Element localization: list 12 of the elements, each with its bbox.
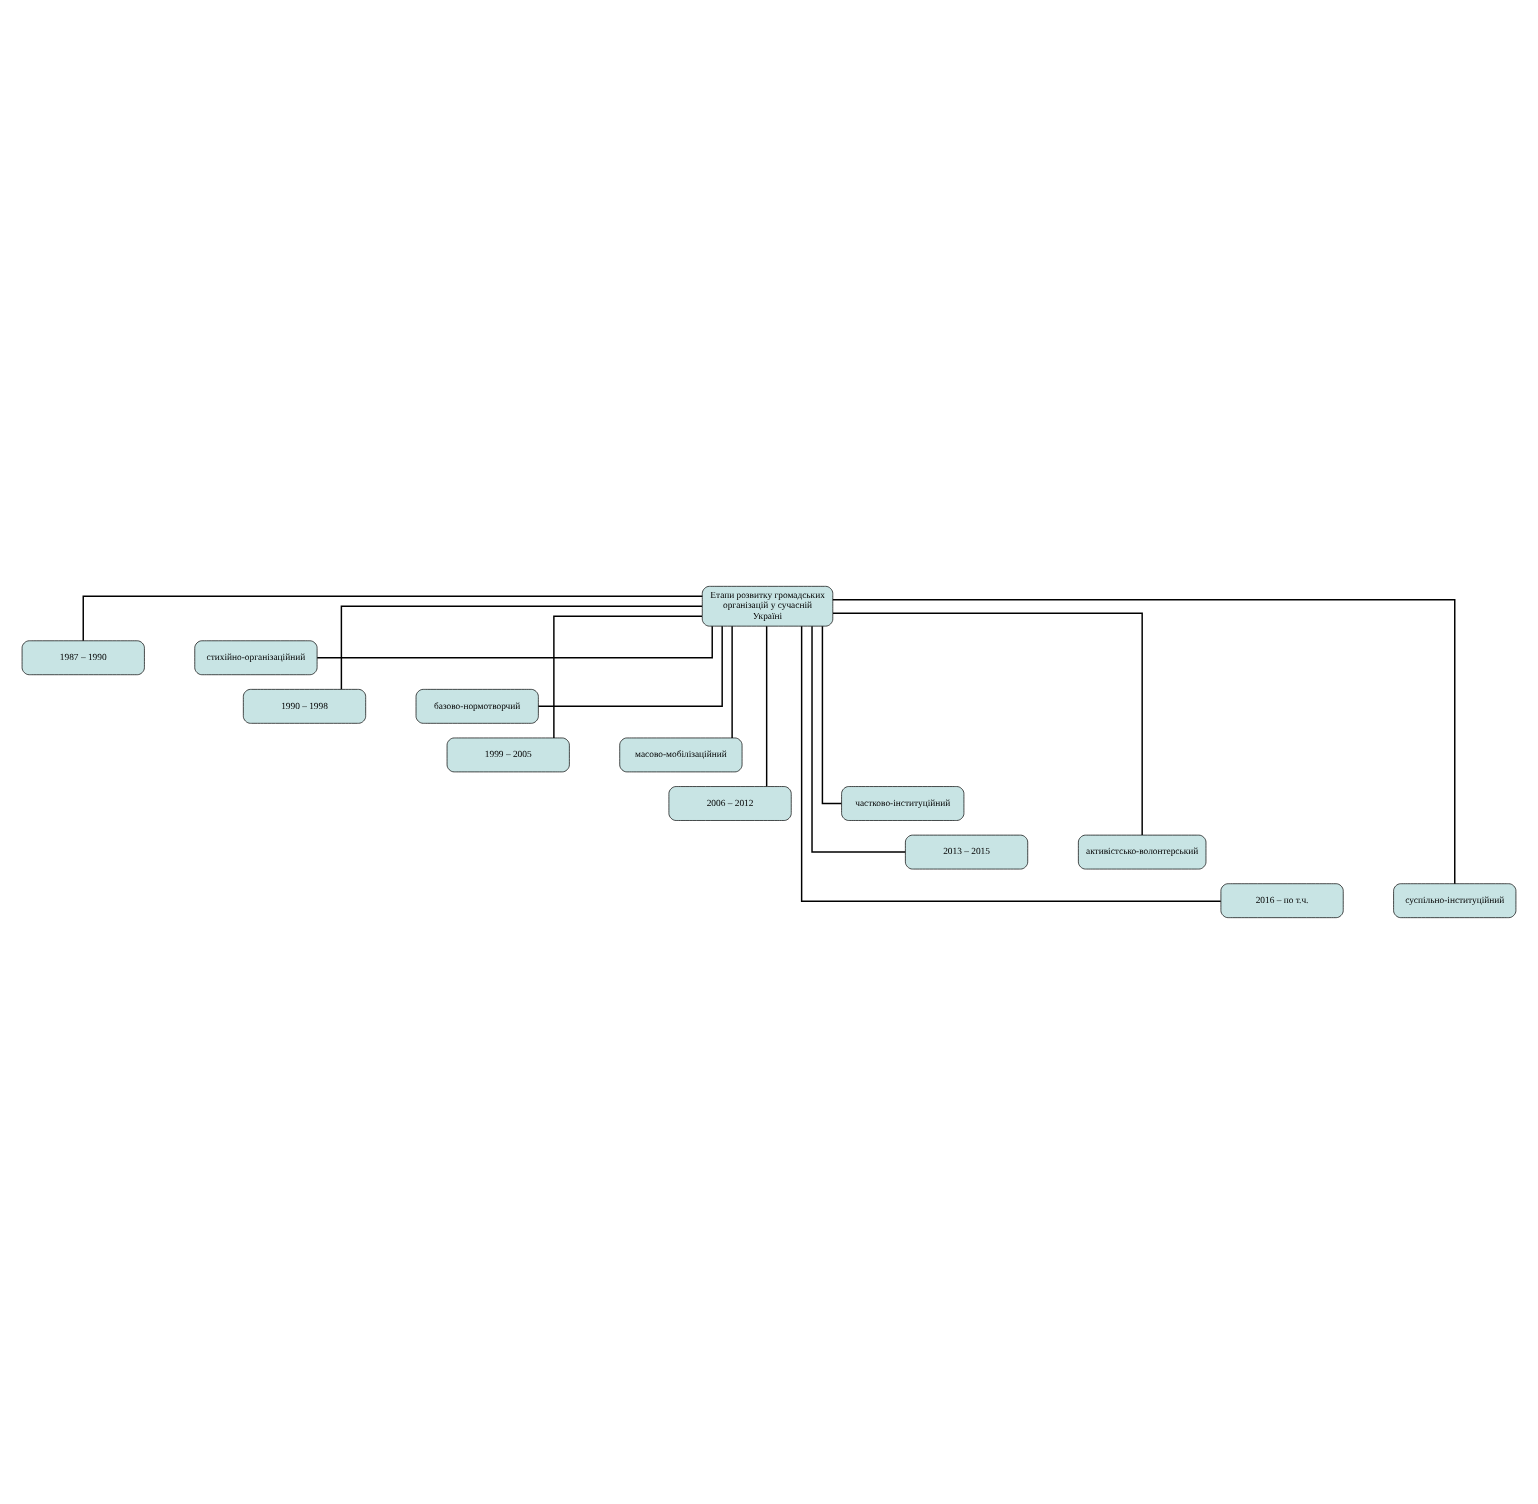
connector xyxy=(832,612,1143,836)
connector xyxy=(765,625,768,788)
connector xyxy=(537,625,723,708)
connector xyxy=(553,615,703,739)
connector xyxy=(832,599,1456,885)
connector xyxy=(340,605,703,691)
connector xyxy=(800,625,1222,902)
connector xyxy=(731,625,733,739)
connector xyxy=(316,625,713,659)
connector xyxy=(821,625,843,805)
connector xyxy=(82,595,703,642)
connector xyxy=(811,625,906,853)
